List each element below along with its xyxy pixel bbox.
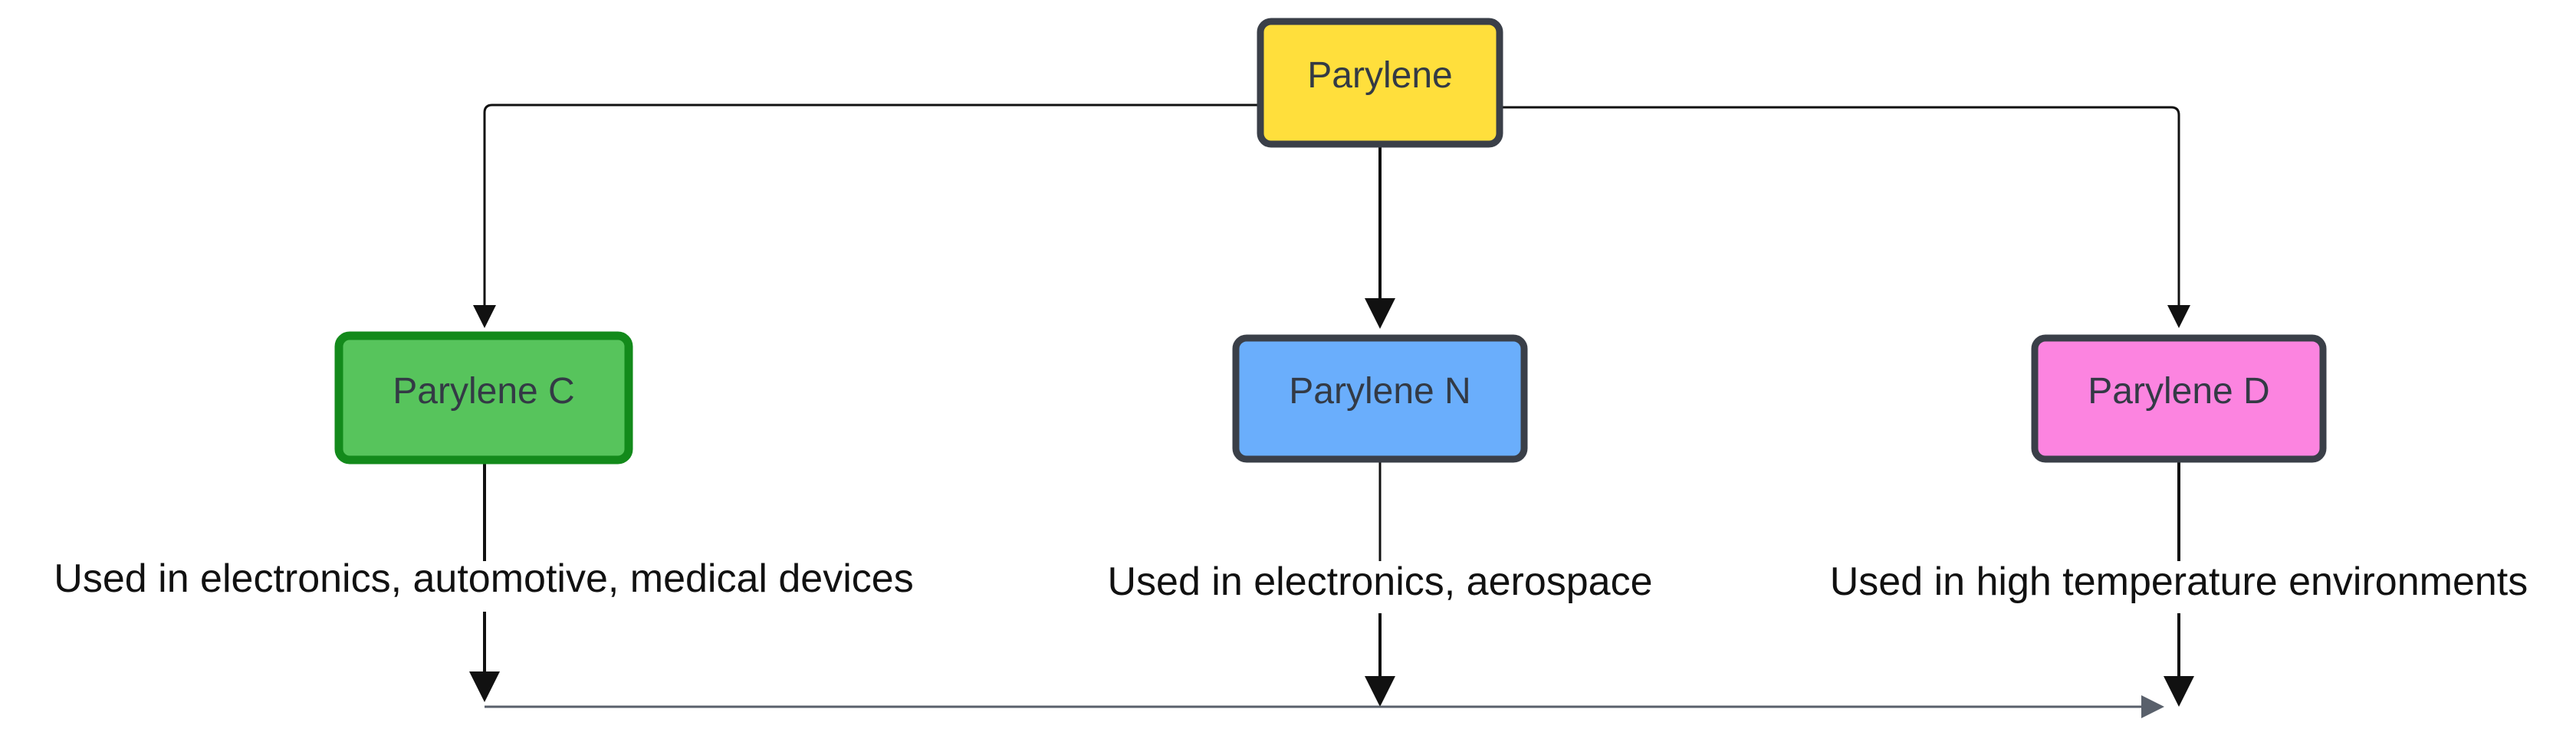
node-parylene-d[interactable]: Parylene D bbox=[2031, 334, 2327, 463]
node-parylene-d-label: Parylene D bbox=[2088, 371, 2269, 412]
connector-root-to-c bbox=[473, 103, 1262, 328]
edge-label-c: Used in electronics, automotive, medical… bbox=[54, 556, 913, 601]
edge-label-d: Used in high temperature environments bbox=[1830, 560, 2528, 604]
node-parylene-c[interactable]: Parylene C bbox=[334, 331, 633, 465]
edge-label-n: Used in electronics, aerospace bbox=[1107, 560, 1652, 604]
node-parylene-n-label: Parylene N bbox=[1289, 371, 1470, 412]
node-parylene-n[interactable]: Parylene N bbox=[1232, 334, 1528, 463]
node-parylene-c-label: Parylene C bbox=[393, 371, 574, 412]
node-parylene-label: Parylene bbox=[1307, 55, 1452, 96]
node-parylene[interactable]: Parylene bbox=[1257, 18, 1503, 148]
connector-root-to-d bbox=[1500, 106, 2190, 328]
